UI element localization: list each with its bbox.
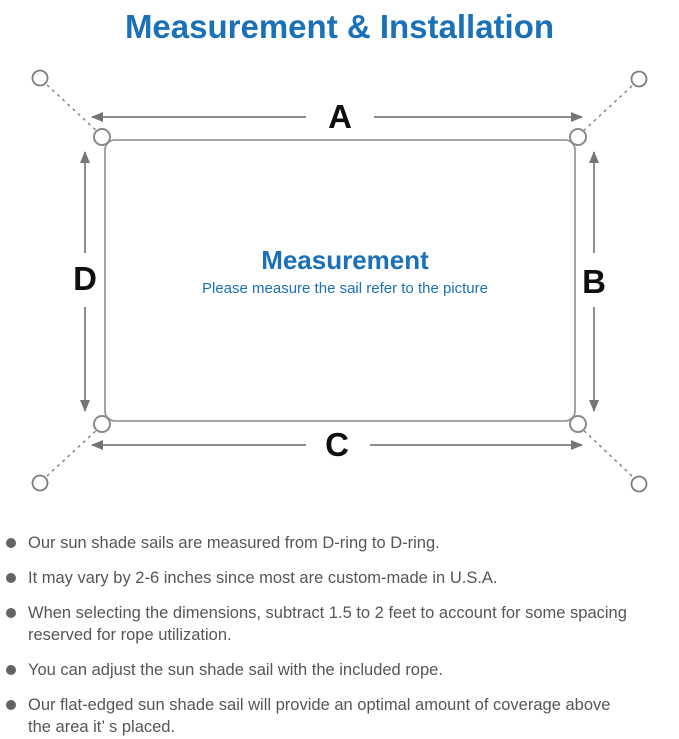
note-text: It may vary by 2-6 inches since most are… [28, 569, 498, 587]
dimension-label-a: A [328, 98, 352, 135]
dimension-label-c: C [325, 426, 349, 463]
diagram-center-subtitle: Please measure the sail refer to the pic… [202, 280, 488, 297]
list-item: It may vary by 2-6 inches since most are… [6, 567, 679, 589]
rope-line-top-right [579, 85, 633, 135]
note-text: the area it’ s placed. [28, 718, 176, 736]
bullet-icon [6, 608, 16, 618]
bullet-icon [6, 665, 16, 675]
list-item: Our sun shade sails are measured from D-… [6, 532, 679, 554]
bullet-icon [6, 573, 16, 583]
notes-list: Our sun shade sails are measured from D-… [0, 532, 679, 738]
bullet-icon [6, 700, 16, 710]
diagram-center-title: Measurement [261, 245, 429, 275]
anchor-point-bottom-left [31, 474, 49, 492]
page-title: Measurement & Installation [124, 7, 555, 45]
sail-outline [104, 139, 576, 422]
dimension-label-b: B [582, 263, 606, 300]
measurement-diagram: A B C D Measurement Please measure the s… [0, 55, 679, 505]
list-item: When selecting the dimensions, subtract … [6, 602, 679, 646]
rope-line-top-left [46, 84, 101, 135]
rope-line-bottom-left [46, 426, 101, 477]
note-text: reserved for rope utilization. [28, 626, 232, 644]
d-ring-bottom-left [93, 415, 111, 433]
note-text: When selecting the dimensions, subtract … [28, 604, 627, 622]
rope-line-bottom-right [579, 426, 633, 477]
d-ring-bottom-right [569, 415, 587, 433]
list-item: You can adjust the sun shade sail with t… [6, 659, 679, 681]
anchor-point-top-right [630, 70, 648, 88]
list-item: Our flat-edged sun shade sail will provi… [6, 694, 679, 738]
anchor-point-bottom-right [630, 475, 648, 493]
diagram-canvas: A B C D Measurement Please measure the s… [31, 69, 648, 493]
note-text: Our flat-edged sun shade sail will provi… [28, 696, 611, 714]
note-text: Our sun shade sails are measured from D-… [28, 534, 440, 552]
bullet-icon [6, 538, 16, 548]
note-text: You can adjust the sun shade sail with t… [28, 661, 443, 679]
dimension-label-d: D [73, 260, 97, 297]
d-ring-top-left [93, 128, 111, 146]
anchor-point-top-left [31, 69, 49, 87]
d-ring-top-right [569, 128, 587, 146]
